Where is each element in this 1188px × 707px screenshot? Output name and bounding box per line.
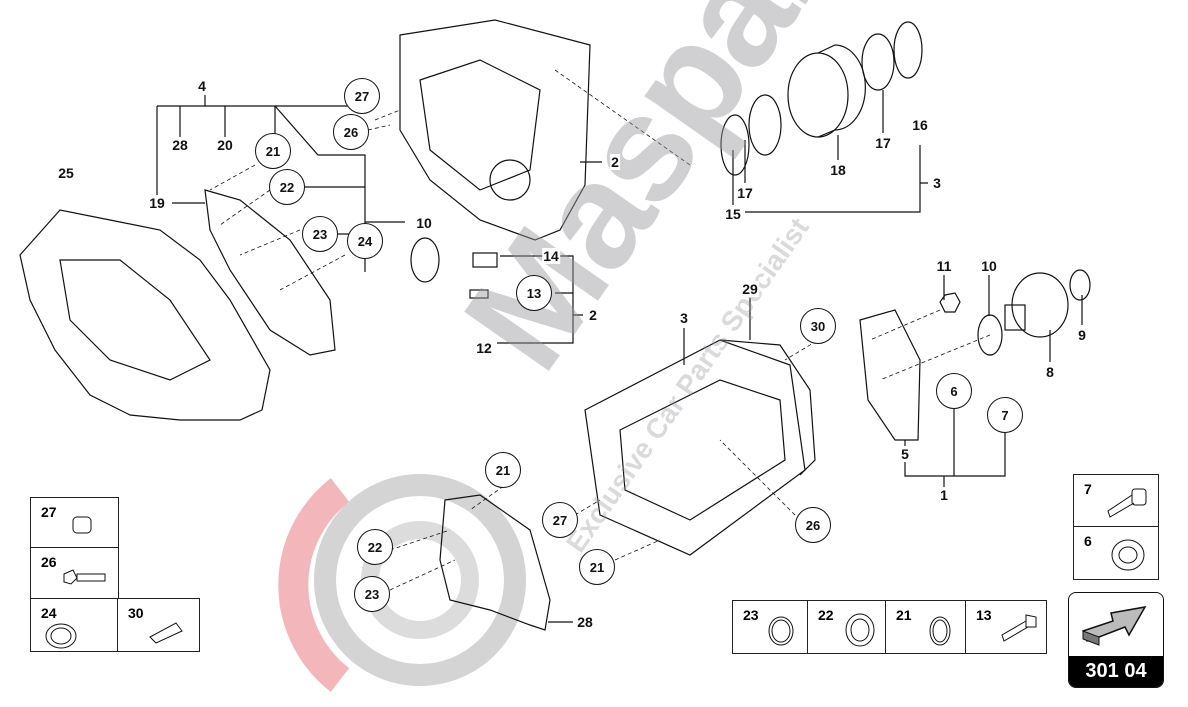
circled-callout[interactable]: 23 (302, 216, 338, 252)
bolt-icon (1001, 614, 1037, 642)
part-10-seal-right (977, 314, 1003, 356)
legend-number: 6 (1084, 533, 1092, 549)
circled-callout[interactable]: 21 (255, 133, 291, 169)
callout[interactable]: 10 (980, 258, 998, 274)
callout[interactable]: 18 (829, 162, 847, 178)
circled-callout[interactable]: 30 (800, 308, 836, 344)
legend-item-6[interactable]: 6 (1073, 526, 1159, 580)
circled-callout[interactable]: 21 (579, 549, 615, 585)
legend-item-7[interactable]: 7 (1073, 474, 1159, 528)
legend-item-26[interactable]: 26 (30, 547, 119, 600)
callout[interactable]: 1 (939, 487, 949, 503)
callout[interactable]: 16 (911, 117, 929, 133)
part-29-gasket (719, 339, 816, 476)
part-10-seal (410, 237, 440, 283)
circled-callout[interactable]: 6 (936, 373, 972, 409)
legend-number: 13 (976, 607, 992, 623)
legend-item-13[interactable]: 13 (965, 600, 1047, 654)
legend-item-22[interactable]: 22 (807, 600, 887, 654)
callout[interactable]: 17 (874, 135, 892, 151)
callout[interactable]: 2 (588, 307, 598, 323)
part-5-gasket (859, 309, 921, 441)
callout[interactable]: 20 (216, 137, 234, 153)
callout[interactable]: 28 (576, 614, 594, 630)
circled-callout[interactable]: 26 (333, 114, 369, 150)
callout[interactable]: 14 (542, 248, 560, 264)
callout[interactable]: 2 (610, 154, 620, 170)
legend-number: 26 (41, 554, 57, 570)
part-19-gasket (204, 189, 336, 356)
arrow-icon (1082, 605, 1147, 646)
callout[interactable]: 8 (1045, 364, 1055, 380)
legend-item-21[interactable]: 21 (885, 600, 967, 654)
legend-item-24[interactable]: 24 (30, 598, 119, 652)
callout[interactable]: 28 (171, 137, 189, 153)
legend-item-23[interactable]: 23 (732, 600, 809, 654)
callout[interactable]: 17 (736, 185, 754, 201)
part-2-gearbox-housing (399, 19, 591, 241)
part-14-block (472, 252, 498, 268)
circled-callout[interactable]: 21 (485, 452, 521, 488)
legend-item-27[interactable]: 27 (30, 497, 119, 549)
circled-callout[interactable]: 26 (795, 507, 831, 543)
legend-number: 23 (743, 607, 759, 623)
washer-icon (1111, 539, 1145, 571)
callout[interactable]: 3 (679, 310, 689, 326)
seal-ring-icon (45, 623, 77, 649)
legend-item-30[interactable]: 30 (117, 598, 200, 652)
callout[interactable]: 9 (1077, 327, 1087, 343)
part-12-pin (469, 289, 489, 299)
callout[interactable]: 5 (900, 446, 910, 462)
callout[interactable]: 19 (148, 195, 166, 211)
diagram-code: 301 04 (1069, 656, 1163, 687)
legend-number: 21 (896, 607, 912, 623)
part-11-nut (939, 292, 961, 313)
part-8-flange (1004, 272, 1069, 338)
part-25-clutch-housing (19, 209, 271, 421)
circled-callout[interactable]: 27 (542, 502, 578, 538)
dashed-leaders (209, 69, 991, 591)
circled-callout[interactable]: 27 (344, 78, 380, 114)
part-9-seal (1069, 269, 1091, 301)
sleeve-icon (72, 516, 92, 534)
o-ring-icon (845, 613, 875, 647)
legend-number: 7 (1084, 481, 1092, 497)
o-ring-icon (929, 616, 951, 646)
callout[interactable]: 11 (935, 258, 953, 274)
callout[interactable]: 29 (741, 281, 759, 297)
callout[interactable]: 12 (475, 340, 493, 356)
next-page-reference[interactable]: 301 04 (1068, 592, 1164, 688)
leader-lines (110, 90, 1083, 623)
o-ring-icon (768, 616, 794, 646)
circled-callout[interactable]: 22 (269, 169, 305, 205)
legend-number: 22 (818, 607, 834, 623)
bolt-icon (63, 569, 106, 585)
callout[interactable]: 3 (932, 175, 942, 191)
legend-number: 27 (41, 504, 57, 520)
circled-callout[interactable]: 7 (987, 397, 1023, 433)
bolt-icon (1107, 488, 1147, 518)
callout[interactable]: 15 (724, 206, 742, 222)
part-28-gasket (439, 494, 551, 631)
circled-callout[interactable]: 24 (347, 223, 383, 259)
legend-number: 24 (41, 605, 57, 621)
circled-callout[interactable]: 23 (354, 576, 390, 612)
circled-callout[interactable]: 22 (357, 529, 393, 565)
dowel-pin-icon (149, 622, 183, 644)
circled-callout[interactable]: 13 (516, 275, 552, 311)
callout[interactable]: 10 (415, 215, 433, 231)
part-18-housing-bearings (720, 21, 923, 176)
legend-number: 30 (128, 605, 144, 621)
callout[interactable]: 25 (57, 165, 75, 181)
watermark-logo (278, 474, 526, 692)
callout[interactable]: 4 (197, 78, 207, 94)
